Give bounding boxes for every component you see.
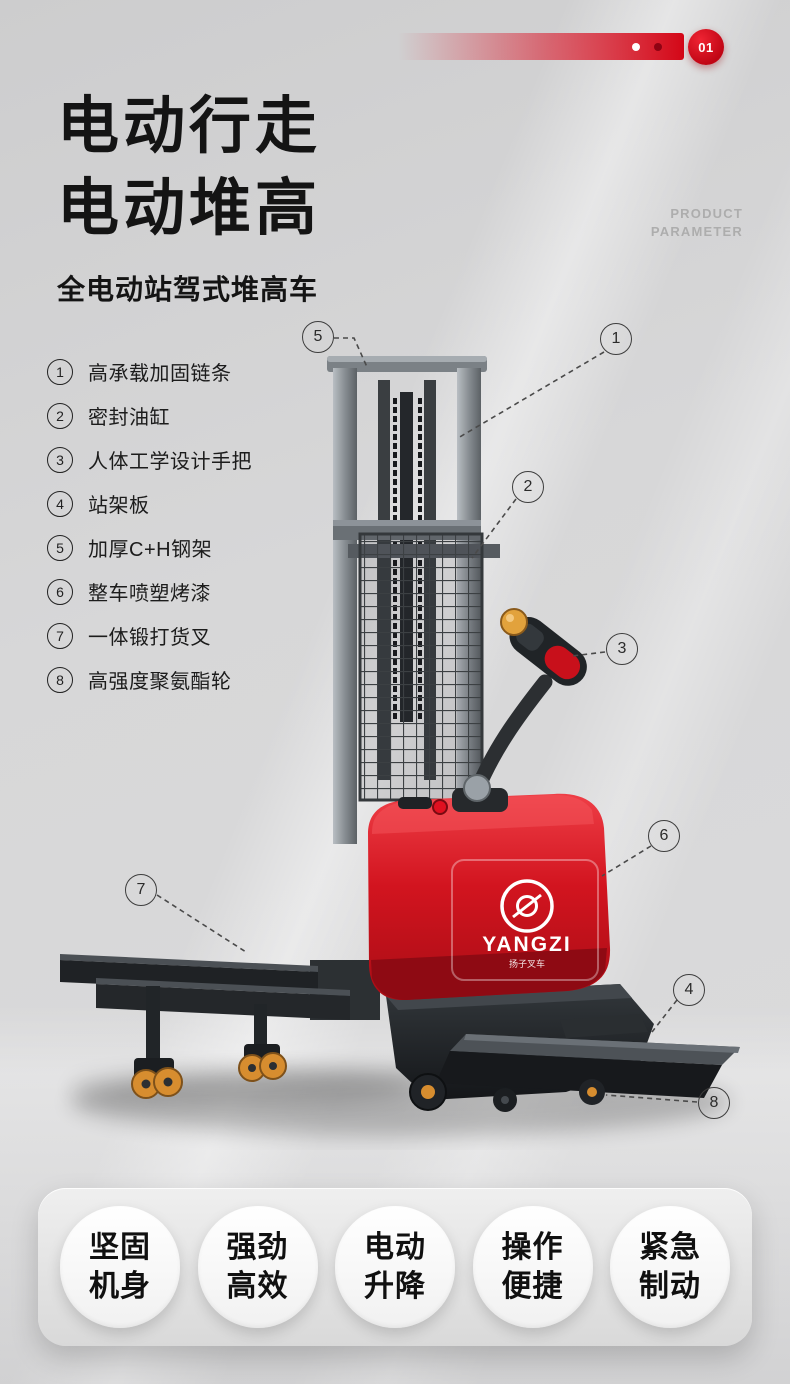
feature-pill: 电动 升降 xyxy=(335,1206,455,1328)
dot-icon xyxy=(654,42,662,51)
feature-item: 8 高强度聚氨酯轮 xyxy=(47,666,252,693)
page-number-badge: 01 xyxy=(688,29,724,65)
feature-item: 4 站架板 xyxy=(47,490,252,517)
feature-pill: 紧急 制动 xyxy=(610,1206,730,1328)
callout-7: 7 xyxy=(125,874,157,906)
header-accent-bar xyxy=(398,33,684,60)
callout-lines xyxy=(156,337,698,1103)
feature-number: 8 xyxy=(47,666,73,693)
product-illustration: YANGZI 扬子叉车 xyxy=(60,337,740,1136)
handle-knob xyxy=(500,608,528,636)
emergency-button xyxy=(432,799,448,815)
pill-line-1: 强劲 xyxy=(226,1231,289,1264)
feature-item: 7 一体锻打货叉 xyxy=(47,622,252,649)
tiller-handle xyxy=(463,608,587,802)
feature-item: 6 整车喷塑烤漆 xyxy=(47,578,252,605)
pill-line-1: 坚固 xyxy=(89,1231,151,1264)
pill-line-2: 制动 xyxy=(639,1270,701,1303)
brand-subtext: 扬子叉车 xyxy=(509,958,545,969)
brand-logo: YANGZI 扬子叉车 xyxy=(482,879,571,969)
operator-platform xyxy=(436,1014,740,1098)
feature-number: 4 xyxy=(47,490,73,517)
brand-name: YANGZI xyxy=(482,933,571,956)
load-backrest-mesh xyxy=(358,532,484,802)
feature-item: 5 加厚C+H钢架 xyxy=(47,534,252,561)
feature-label: 站架板 xyxy=(88,495,150,517)
dot-icon xyxy=(632,42,640,51)
feature-pill: 坚固 机身 xyxy=(60,1206,180,1328)
title-line-1: 电动行走 xyxy=(57,92,322,161)
feature-list: 1 高承载加固链条 2 密封油缸 3 人体工学设计手把 4 站架板 5 加厚C+… xyxy=(47,358,252,710)
feature-item: 1 高承载加固链条 xyxy=(47,358,252,385)
pill-line-2: 高效 xyxy=(226,1270,289,1303)
pill-line-2: 便捷 xyxy=(501,1270,564,1303)
feature-number: 1 xyxy=(47,358,73,385)
feature-number: 2 xyxy=(47,402,73,429)
machine-body: YANGZI 扬子叉车 xyxy=(368,788,611,1001)
feature-label: 一体锻打货叉 xyxy=(88,627,211,649)
feature-label: 加厚C+H钢架 xyxy=(88,539,213,561)
callout-1: 1 xyxy=(600,323,632,355)
drive-wheels xyxy=(409,1073,605,1112)
feature-pill-panel: 坚固 机身 强劲 高效 电动 升降 操作 便捷 紧急 制动 xyxy=(38,1188,752,1346)
feature-label: 高强度聚氨酯轮 xyxy=(88,671,232,693)
feature-item: 3 人体工学设计手把 xyxy=(47,446,252,473)
feature-number: 5 xyxy=(47,534,73,561)
feature-pill: 强劲 高效 xyxy=(197,1206,318,1328)
callout-2: 2 xyxy=(512,471,544,503)
callout-6: 6 xyxy=(648,820,680,852)
subtitle: 全电动站驾式堆高车 xyxy=(57,274,319,305)
callout-5: 5 xyxy=(302,321,334,353)
callout-3: 3 xyxy=(606,633,638,665)
pill-line-2: 升降 xyxy=(364,1270,426,1303)
title-line-2: 电动堆高 xyxy=(57,173,322,243)
page-title: 电动行走 电动堆高 xyxy=(57,86,321,250)
callout-4: 4 xyxy=(673,974,705,1006)
feature-label: 高承载加固链条 xyxy=(88,363,232,385)
watermark-line-2: PARAMETER xyxy=(650,223,743,239)
feature-label: 整车喷塑烤漆 xyxy=(88,583,211,605)
pill-line-1: 紧急 xyxy=(639,1231,701,1264)
pill-line-1: 电动 xyxy=(364,1231,426,1264)
feature-number: 6 xyxy=(47,578,73,605)
mast xyxy=(327,356,500,844)
feature-pill: 操作 便捷 xyxy=(472,1206,593,1328)
callout-8: 8 xyxy=(698,1087,730,1119)
pill-line-2: 机身 xyxy=(89,1270,151,1303)
watermark-line-1: PRODUCT xyxy=(670,206,743,221)
watermark-text: PRODUCT PARAMETER xyxy=(651,205,743,240)
pill-line-1: 操作 xyxy=(501,1231,564,1264)
feature-number: 7 xyxy=(47,622,73,649)
feature-item: 2 密封油缸 xyxy=(47,402,252,429)
feature-label: 密封油缸 xyxy=(88,407,170,429)
feature-number: 3 xyxy=(47,446,73,473)
forks xyxy=(60,954,380,1099)
feature-label: 人体工学设计手把 xyxy=(88,451,252,473)
